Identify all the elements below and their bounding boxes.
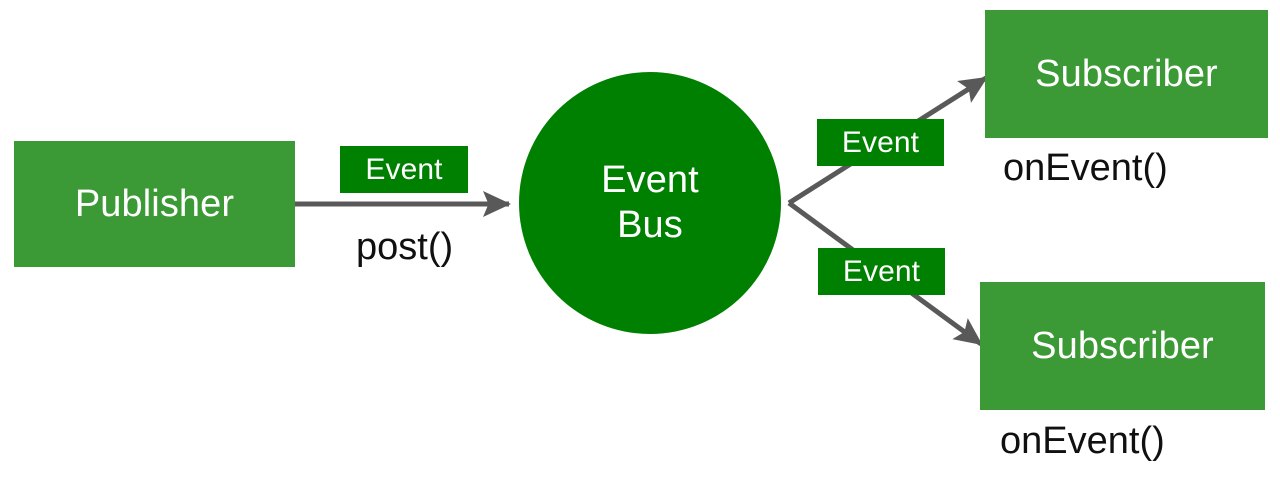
edge-label-event-top[interactable]: Event (817, 119, 944, 166)
edge-label-event-post-text: Event (365, 152, 443, 186)
node-subscriber-bottom-label: Subscriber (1031, 324, 1214, 367)
node-subscriber-top[interactable]: Subscriber (985, 10, 1268, 138)
caption-on-event-bottom: onEvent() (1000, 420, 1165, 462)
caption-post: post() (356, 226, 454, 268)
edge-label-event-post[interactable]: Event (340, 146, 468, 193)
edge-label-event-bottom[interactable]: Event (818, 248, 945, 295)
edge-label-event-top-text: Event (841, 125, 920, 159)
node-event-bus-label: Event Bus (601, 159, 699, 246)
caption-on-event-top: onEvent() (1003, 147, 1168, 189)
node-event-bus[interactable]: Event Bus (519, 72, 781, 334)
edge-label-event-bottom-text: Event (842, 254, 921, 288)
node-subscriber-top-label: Subscriber (1035, 52, 1218, 95)
node-publisher[interactable]: Publisher (14, 141, 295, 267)
node-publisher-label: Publisher (74, 182, 235, 225)
node-subscriber-bottom[interactable]: Subscriber (980, 282, 1265, 410)
